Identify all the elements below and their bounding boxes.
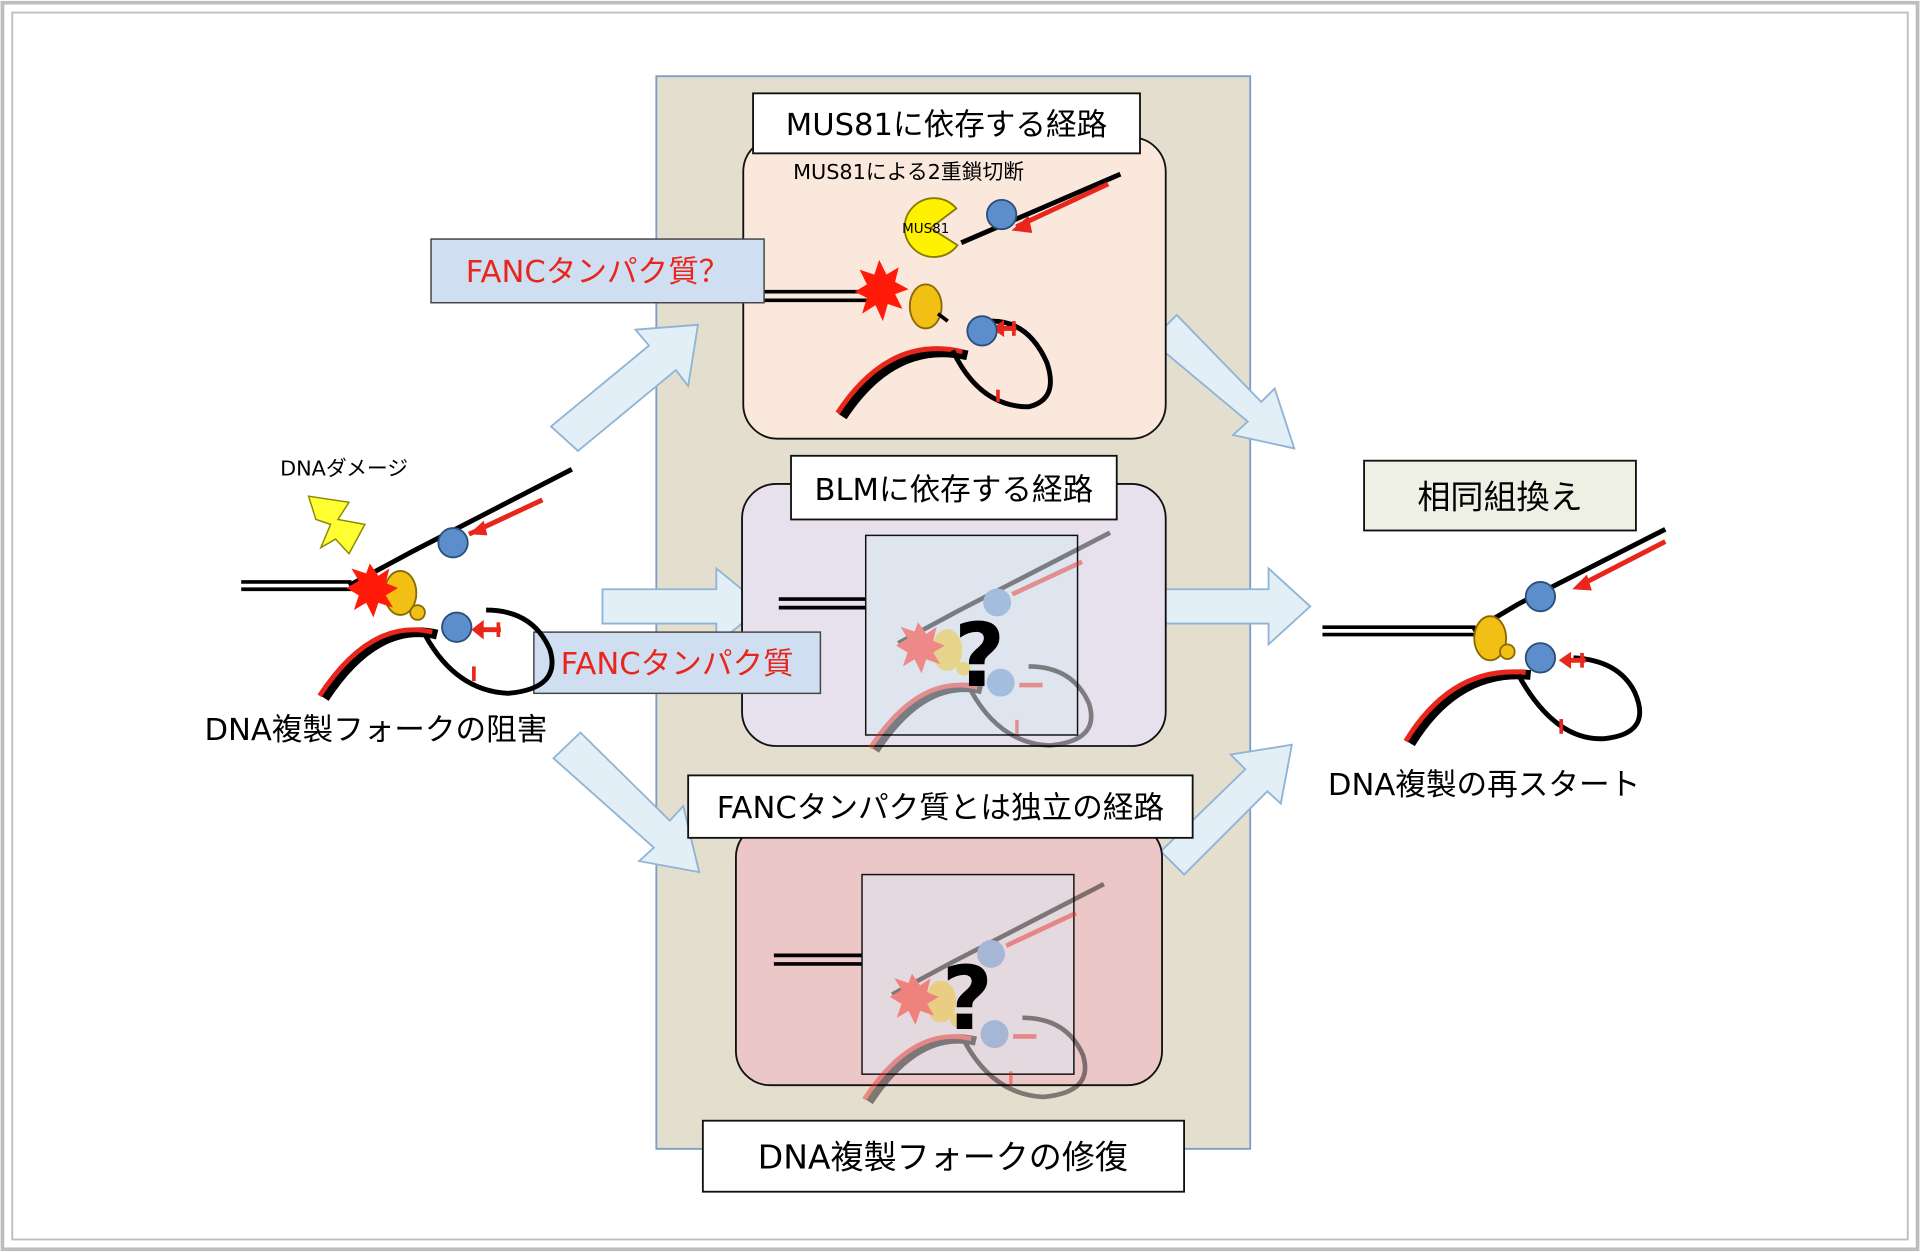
mus81-pathway-title: MUS81に依存する経路 — [786, 108, 1107, 143]
mus81-loop-arrowhead — [991, 319, 1005, 338]
blm-panel: BLMに依存する経路 ? — [741, 454, 1167, 750]
mus81-damage-icon — [854, 259, 909, 322]
mus81-cut-label: MUS81による2重鎖切断 — [793, 160, 1024, 184]
fork-repair-box — [701, 1119, 1185, 1193]
independent-pathway-title: FANCタンパク質とは独立の経路 — [717, 791, 1164, 826]
fanc-question-box — [430, 238, 765, 304]
independent-ds-left — [773, 953, 870, 966]
mus81-red-strand — [1015, 181, 1110, 230]
lightning-icon — [307, 495, 367, 556]
mus81-loop — [950, 318, 1053, 410]
mus81-enzyme-label: MUS81 — [902, 222, 949, 237]
mus81-yellow-protein — [908, 283, 943, 330]
inner-frame — [11, 11, 1909, 1241]
damaged-fork: DNAダメージ DNA複製フォークの阻害 — [204, 456, 571, 748]
restarted-fork: 相同組換え DNA複製の再スタート — [1322, 459, 1667, 803]
arrow-to-independent — [552, 731, 701, 874]
dna-damage-label: DNAダメージ — [280, 456, 408, 480]
restart-fork-schematic — [1322, 527, 1667, 747]
mus81-red-arrowhead — [1011, 215, 1033, 233]
fork-repair-label: DNA複製フォークの修復 — [758, 1137, 1128, 1176]
arrow-to-mus81 — [549, 323, 700, 453]
arrows — [549, 313, 1312, 876]
hr-label: 相同組換え — [1417, 477, 1582, 516]
independent-pathway-box — [687, 774, 1194, 839]
independent-panel: FANCタンパク質とは独立の経路 ? — [687, 774, 1194, 1101]
blm-pathway-box — [790, 454, 1118, 521]
blm-ds-left — [778, 597, 876, 610]
mus81-upper-strand — [960, 171, 1122, 245]
fanc-protein-label: FANCタンパク質 — [561, 647, 794, 682]
blm-question-mark: ? — [954, 604, 1005, 707]
independent-question-mark: ? — [942, 947, 993, 1050]
blm-pathway-title: BLMに依存する経路 — [815, 473, 1094, 508]
arrow-mus81-to-hr — [1149, 313, 1296, 450]
arrow-independent-to-restart — [1159, 743, 1293, 876]
mus81-panel: MUS81に依存する経路 MUS81による2重鎖切断 MUS81 — [742, 92, 1167, 440]
mus81-helicase-upper — [986, 198, 1018, 231]
mus81-lower-black — [838, 347, 969, 420]
arrow-to-blm — [601, 566, 765, 647]
fork-block-label: DNA複製フォークの阻害 — [204, 713, 547, 748]
mus81-pathway-box — [752, 92, 1141, 155]
mus81-lower-red — [835, 346, 964, 415]
fanc-question-label: FANCタンパク質？ — [466, 255, 730, 290]
mus81-enzyme-icon — [903, 197, 959, 258]
replication-restart-label: DNA複製の再スタート — [1328, 768, 1640, 803]
hr-box — [1363, 459, 1637, 532]
mus81-helicase-lower — [966, 315, 998, 347]
fanc-protein-box — [533, 631, 822, 695]
